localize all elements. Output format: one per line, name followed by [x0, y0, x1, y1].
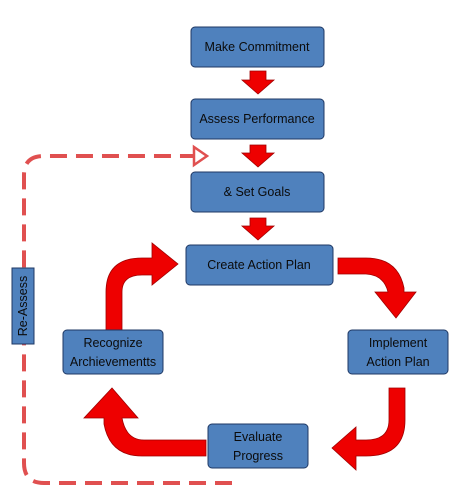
curved-arrow-to-create-plan-icon: [105, 242, 179, 333]
implement-label-line1: Implement: [369, 336, 428, 350]
implement-label-line2: Action Plan: [366, 355, 429, 369]
reassess-label-box: Re-Assess: [11, 267, 35, 345]
reassess-label: Re-Assess: [16, 276, 30, 336]
set-goals-box: & Set Goals: [190, 171, 325, 213]
recognize-label-line1: Recognize: [83, 336, 142, 350]
evaluate-progress-box: Evaluate Progress: [207, 423, 309, 469]
reassess-arrowhead-icon: [192, 144, 210, 168]
make-commitment-label: Make Commitment: [205, 40, 310, 54]
recognize-achievements-box: Recognize Archievementts: [62, 329, 164, 375]
assess-performance-box: Assess Performance: [190, 98, 325, 140]
down-arrow-icon: [240, 217, 276, 241]
assess-performance-label: Assess Performance: [199, 112, 314, 126]
down-arrow-icon: [240, 144, 276, 168]
curved-arrow-to-recognize-icon: [83, 387, 207, 457]
evaluate-label-line1: Evaluate: [234, 430, 283, 444]
implement-action-plan-box: Implement Action Plan: [347, 329, 449, 375]
set-goals-label: & Set Goals: [224, 185, 291, 199]
create-action-plan-box: Create Action Plan: [185, 244, 334, 286]
curved-arrow-to-implement-icon: [337, 257, 417, 319]
curved-arrow-to-evaluate-icon: [331, 387, 406, 471]
recognize-label-line2: Archievementts: [70, 355, 156, 369]
make-commitment-box: Make Commitment: [190, 26, 325, 68]
create-action-plan-label: Create Action Plan: [207, 258, 311, 272]
down-arrow-icon: [240, 70, 276, 95]
evaluate-label-line2: Progress: [233, 449, 283, 463]
